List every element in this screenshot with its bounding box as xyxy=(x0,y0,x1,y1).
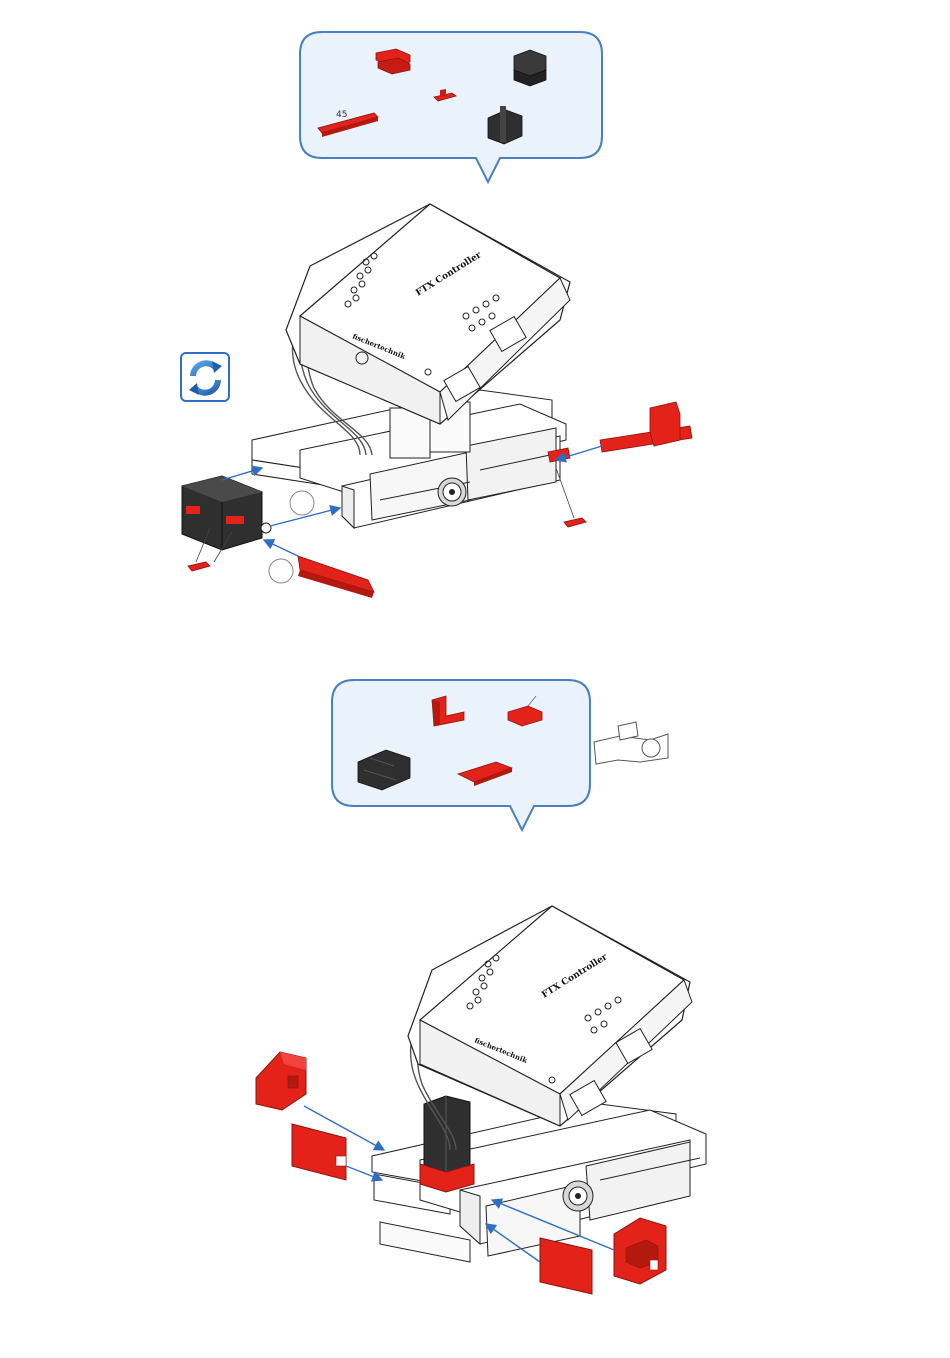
ftx-controller: FTX Controller fischertechnik xyxy=(286,204,570,424)
step2-model: FTX Controller fischertechnik xyxy=(256,906,706,1294)
red-rod-assembly-right xyxy=(548,402,692,462)
red-clip-left xyxy=(188,562,210,571)
red-rod-45 xyxy=(298,556,374,598)
step2-parts-callout xyxy=(332,680,590,830)
gear-wheel-step2 xyxy=(563,1181,593,1211)
part-length-label: 45 xyxy=(336,110,347,120)
red-clip-right xyxy=(564,518,586,527)
part-template-outline xyxy=(594,722,668,764)
ftx-controller-step2: FTX Controller fischertechnik xyxy=(408,906,692,1126)
sub-step-circle-1 xyxy=(290,491,314,515)
step1-parts-callout: 45 xyxy=(300,32,602,182)
rotate-model-icon xyxy=(181,353,229,401)
red-angle-block-right xyxy=(614,1218,666,1284)
black-blocks-left xyxy=(182,476,271,550)
black-support-column xyxy=(420,1096,474,1192)
red-plate-bottom xyxy=(540,1238,592,1294)
red-angle-block-left xyxy=(256,1052,306,1110)
part-black-block-30 xyxy=(514,50,546,86)
step1-model: FTX Controller fischertechnik xyxy=(182,204,692,598)
gear-wheel xyxy=(438,478,466,506)
red-plate-left xyxy=(292,1124,346,1180)
sub-step-circle-2 xyxy=(269,559,293,583)
